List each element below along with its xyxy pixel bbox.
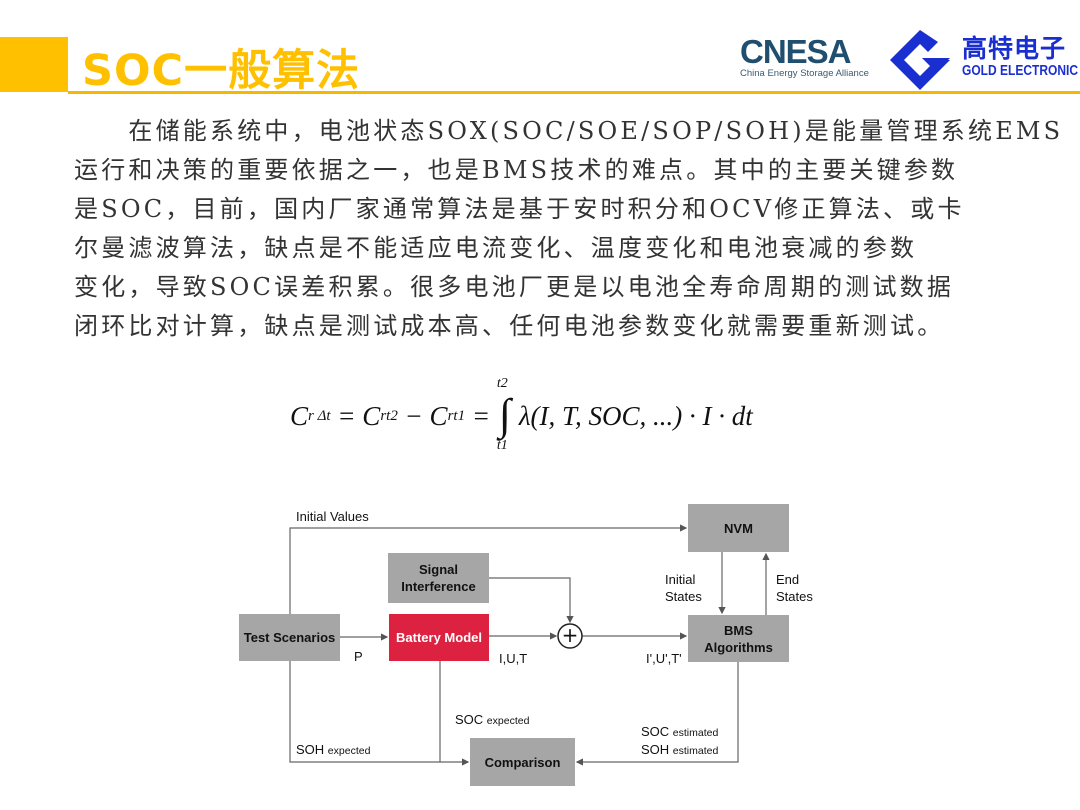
formula-sub: rt1 (447, 407, 466, 424)
iut-label: I,U,T (499, 651, 528, 666)
battery-model-box: Battery Model (389, 614, 489, 661)
cnesa-logo-subtitle: China Energy Storage Alliance (740, 68, 869, 79)
integral-lower: t1 (496, 438, 508, 453)
p-label: P (354, 649, 363, 664)
gold-logo-en: GOLD ELECTRONIC (962, 62, 1078, 79)
formula-part: = C (330, 400, 381, 431)
formula-part: = (465, 400, 497, 431)
bms-algorithms-box: BMS Algorithms (688, 615, 789, 662)
formula-sub: rt2 (380, 407, 398, 424)
initial-states-label: Initial States (665, 572, 702, 604)
formula-integrand: λ(I, T, SOC, ...) · I · dt (518, 400, 753, 431)
initial-values-label: Initial Values (296, 509, 369, 524)
sum-node-icon (557, 623, 583, 649)
gold-electronic-logo-text: 高特电子 GOLD ELECTRONIC (962, 34, 1078, 79)
integral-sign: t2 ∫ t1 (496, 376, 511, 453)
body-line: 在储能系统中，电池状态SOX(SOC/SOE/SOP/SOH)是能量管理系统EM… (74, 117, 1064, 145)
iut-prime-label: I',U',T' (646, 651, 682, 666)
signal-interference-box: Signal Interference (388, 553, 489, 603)
integral-upper: t2 (496, 376, 508, 391)
soc-expected-label: SOC expected (455, 712, 530, 727)
body-line: 运行和决策的重要依据之一，也是BMS技术的难点。其中的主要关键参数 (74, 156, 959, 184)
gold-electronic-logo-icon (890, 30, 950, 90)
end-states-label: End States (776, 572, 813, 604)
formula-sub: r Δt (308, 407, 331, 424)
gold-logo-cn: 高特电子 (962, 34, 1067, 63)
plus-sign: + (562, 623, 579, 647)
nvm-box: NVM (688, 504, 789, 552)
title-accent-block (0, 37, 68, 92)
test-scenarios-box: Test Scenarios (239, 614, 340, 661)
page-title: SOC一般算法 (82, 46, 361, 96)
body-line: 尔曼滤波算法，缺点是不能适应电流变化、温度变化和电池衰减的参数 (74, 234, 918, 262)
cnesa-logo-text: CNESA (740, 33, 852, 70)
body-line: 闭环比对计算，缺点是测试成本高、任何电池参数变化就需要重新测试。 (74, 312, 945, 340)
cnesa-logo: CNESA China Energy Storage Alliance (740, 33, 869, 79)
formula-part: − C (397, 400, 448, 431)
header-divider (68, 91, 1080, 94)
body-line: 是SOC，目前，国内厂家通常算法是基于安时积分和OCV修正算法、或卡 (74, 195, 965, 223)
body-paragraph: 在储能系统中，电池状态SOX(SOC/SOE/SOP/SOH)是能量管理系统EM… (74, 112, 1064, 346)
soh-expected-label: SOH expected (296, 742, 371, 757)
formula-lhs: C (290, 400, 309, 431)
soc-estimated-label: SOC estimated (641, 724, 719, 739)
comparison-box: Comparison (470, 738, 575, 786)
body-line: 变化，导致SOC误差积累。很多电池厂更是以电池全寿命周期的测试数据 (74, 273, 955, 301)
soh-estimated-label: SOH estimated (641, 742, 719, 757)
